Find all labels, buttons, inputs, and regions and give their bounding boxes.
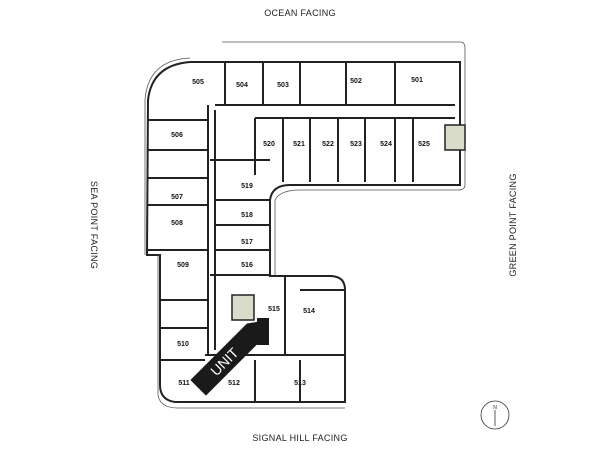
unit-503[interactable]: 503 [277,82,289,89]
stair-east [444,124,466,151]
unit-504[interactable]: 504 [236,82,248,89]
core-wall [210,159,270,276]
facing-bottom: SIGNAL HILL FACING [252,433,347,443]
unit-507[interactable]: 507 [171,194,183,201]
unit-512[interactable]: 512 [228,380,240,387]
unit-518[interactable]: 518 [241,212,253,219]
unit-515[interactable]: 515 [268,306,280,313]
corridor-wall [207,105,216,355]
west-balcony [144,57,191,255]
unit-525[interactable]: 525 [418,141,430,148]
compass-north-label: N [493,405,497,411]
unit-506[interactable]: 506 [171,132,183,139]
unit-517[interactable]: 517 [241,239,253,246]
unit-514[interactable]: 514 [303,308,315,315]
unit-513[interactable]: 513 [294,380,306,387]
unit-501[interactable]: 501 [411,77,423,84]
building-outline [145,61,461,403]
partition-walls [147,62,414,402]
unit-505[interactable]: 505 [192,79,204,86]
unit-510[interactable]: 510 [177,341,189,348]
south-balcony [157,255,345,409]
unit-522[interactable]: 522 [322,141,334,148]
compass-icon: N [480,400,510,430]
unit-523[interactable]: 523 [350,141,362,148]
facing-top: OCEAN FACING [264,8,336,18]
facing-right: GREEN POINT FACING [508,173,518,276]
unit-524[interactable]: 524 [380,141,392,148]
unit-520[interactable]: 520 [263,141,275,148]
unit-521[interactable]: 521 [293,141,305,148]
unit-519[interactable]: 519 [241,183,253,190]
unit-511[interactable]: 511 [178,380,189,387]
unit-509[interactable]: 509 [177,262,189,269]
facing-left: SEA POINT FACING [89,181,99,269]
balcony-outline [222,41,466,275]
unit-502[interactable]: 502 [350,78,362,85]
unit-508[interactable]: 508 [171,220,183,227]
stair-south [231,294,255,321]
unit-516[interactable]: 516 [241,262,253,269]
corridor-wall [254,117,455,175]
